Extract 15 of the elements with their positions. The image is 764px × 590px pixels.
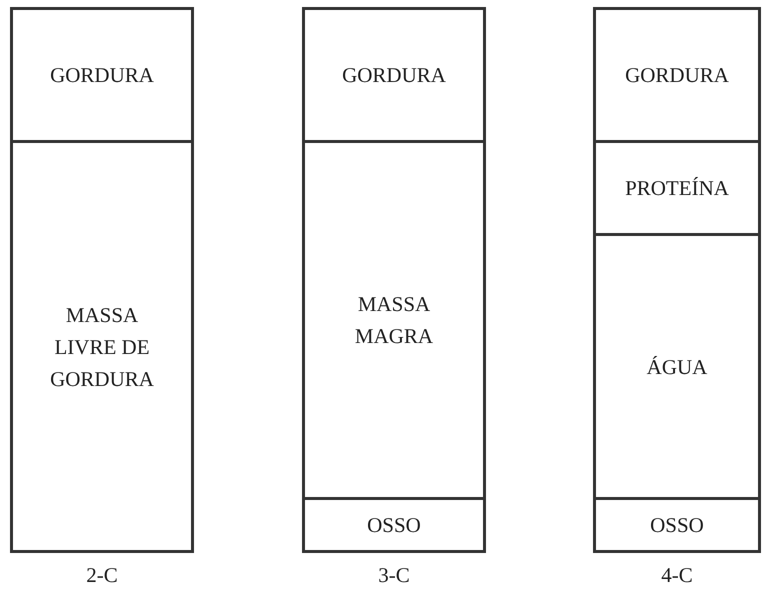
model-caption: 3-C <box>378 563 410 587</box>
section-label: ÁGUA <box>646 354 708 380</box>
section-label: GORDURA <box>624 62 730 89</box>
model-caption: 2-C <box>86 563 118 587</box>
column-box <box>593 7 761 553</box>
section-label: GORDURA <box>341 62 447 89</box>
section-label: GORDURA <box>49 62 155 89</box>
column-box <box>302 7 486 553</box>
model-caption: 4-C <box>661 563 693 587</box>
section-label: OSSO <box>366 512 422 539</box>
section-label: PROTEÍNA <box>624 175 730 202</box>
section-label: MASSA MAGRA <box>354 291 434 350</box>
section-label: MASSA LIVRE DE GORDURA <box>49 302 155 392</box>
column-box <box>10 7 194 553</box>
section-label: OSSO <box>649 512 705 539</box>
